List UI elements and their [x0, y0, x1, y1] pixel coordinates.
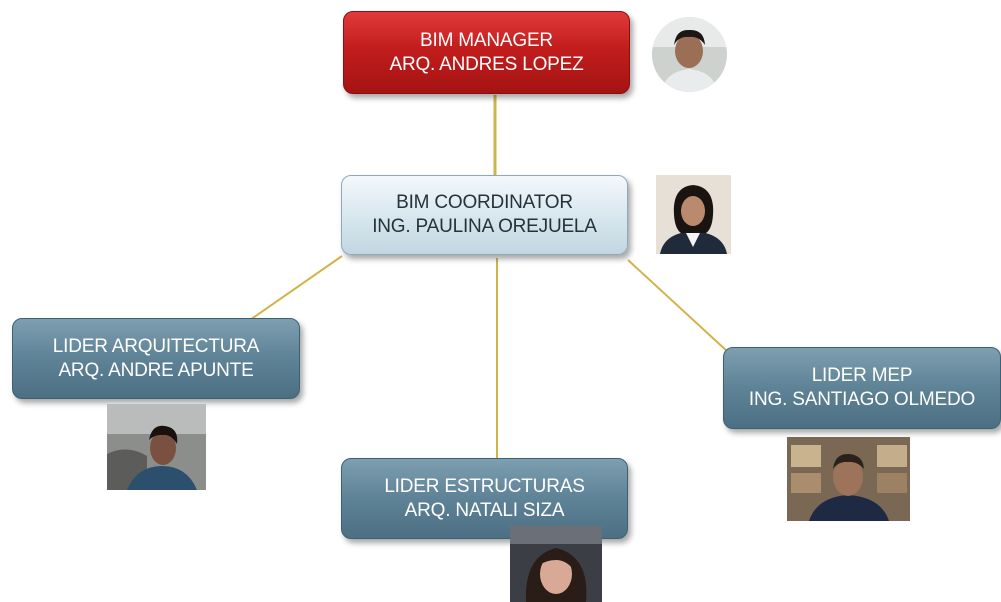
connector-coordinator-arquitectura [249, 255, 343, 321]
bim-coordinator-name: ING. PAULINA OREJUELA [372, 216, 597, 237]
lider-mep-role: LIDER MEP [811, 365, 913, 386]
lider-estructuras-name: ARQ. NATALI SIZA [404, 499, 565, 521]
lider-mep-box: LIDER MEP ING. SANTIAGO OLMEDO [723, 347, 1001, 429]
bim-coordinator-role: BIM COORDINATOR [396, 192, 573, 213]
bim-manager-photo [652, 17, 727, 92]
lider-arquitectura-box: LIDER ARQUITECTURA ARQ. ANDRE APUNTE [12, 318, 300, 399]
lider-estructuras-box: LIDER ESTRUCTURAS ARQ. NATALI SIZA [341, 458, 628, 539]
bim-manager-box: BIM MANAGER ARQ. ANDRES LOPEZ [343, 11, 630, 94]
person-photo-icon [787, 437, 910, 521]
bim-coordinator-photo [656, 175, 731, 254]
person-photo-icon [510, 526, 602, 602]
lider-estructuras-role: LIDER ESTRUCTURAS [384, 475, 585, 497]
bim-manager-name: ARQ. ANDRES LOPEZ [389, 53, 584, 75]
lider-arquitectura-role: LIDER ARQUITECTURA [52, 335, 260, 357]
bim-manager-role: BIM MANAGER [420, 29, 553, 51]
person-photo-icon [107, 404, 206, 490]
lider-mep-photo [787, 437, 910, 521]
bim-coordinator-box: BIM COORDINATOR ING. PAULINA OREJUELA [341, 175, 628, 255]
lider-arquitectura-name: ARQ. ANDRE APUNTE [58, 359, 254, 381]
person-photo-icon [656, 175, 731, 254]
connector-coordinator-mep [627, 259, 729, 353]
lider-mep-name: ING. SANTIAGO OLMEDO [748, 389, 976, 410]
lider-estructuras-photo [510, 526, 602, 602]
lider-arquitectura-photo [107, 404, 206, 490]
person-photo-icon [652, 17, 727, 92]
